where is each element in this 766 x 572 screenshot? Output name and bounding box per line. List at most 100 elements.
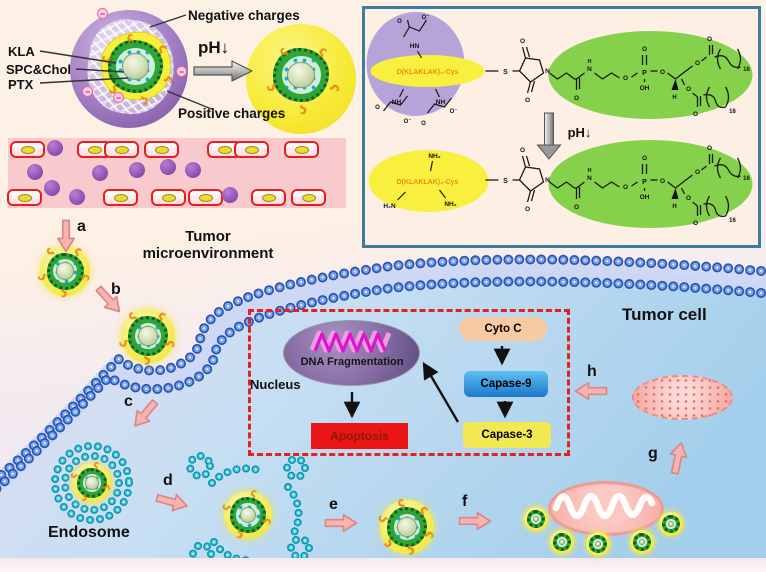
liposome-core [662, 515, 680, 533]
endothelial-cell [291, 189, 326, 206]
circulating-nanoparticle [44, 180, 60, 196]
liposome-bilayer [637, 537, 647, 547]
step-a-arrow [55, 218, 77, 254]
tumor-microenvironment-line1: Tumor [185, 228, 231, 245]
negative-charge-icon: − [97, 8, 108, 19]
circulating-nanoparticle [160, 159, 176, 175]
mini-nanoparticle [586, 532, 610, 556]
circulating-nanoparticle [222, 187, 238, 203]
inset-ph-arrow-shaft [544, 112, 554, 146]
liposome-core [633, 533, 651, 551]
kla-peptide-icon: ς [66, 471, 78, 480]
circulating-nanoparticle [47, 140, 63, 156]
kla-peptide-icon: ς [422, 529, 439, 541]
tumor-microenvironment-label: Tumor microenvironment [126, 228, 290, 262]
endothelial-cell [104, 141, 139, 158]
nh-group: NH [392, 99, 402, 106]
kla-peptide-icon: ς [80, 493, 89, 505]
apoptosis-node: Apoptosis [311, 423, 408, 449]
klaklak-peptide-label: D(KLAKLAK)₂-Cys [397, 69, 459, 76]
circulating-nanoparticle [92, 165, 108, 181]
liposome-core [527, 510, 545, 528]
kla-peptide-icon: ς [417, 502, 433, 517]
spc-chol-label: SPC&Chol [6, 62, 71, 77]
mini-nanoparticle [630, 530, 654, 554]
nucleus-label: Nucleus [250, 377, 301, 392]
nh-group: NH [436, 99, 446, 106]
endothelial-cell [251, 189, 286, 206]
step-g-arrow [663, 438, 692, 478]
o-minus: O⁻ [422, 15, 430, 21]
step-e-arrow [323, 512, 359, 534]
kla-peptide-icon: ς [249, 486, 259, 500]
liposome-core [589, 535, 607, 553]
step-b-arrow [89, 279, 129, 320]
endothelial-cell [10, 141, 45, 158]
endothelial-cell [284, 141, 319, 158]
ptx-core [558, 538, 566, 546]
caspase9-node: Capase-9 [464, 371, 548, 397]
step-h-label: h [587, 363, 597, 380]
h2n-group: H₂N [383, 203, 396, 210]
step-d-arrow [152, 487, 192, 518]
kla-peptide-icon: ς [373, 513, 390, 525]
kla-peptide-icon: ς [114, 338, 131, 350]
kla-peptide-icon: ς [92, 458, 100, 470]
o-atom: O [397, 19, 402, 25]
o-minus: O⁻ [404, 119, 412, 125]
liposome-bilayer [531, 514, 541, 524]
damaged-mitochondrion [632, 375, 733, 420]
ptx-core [286, 61, 316, 89]
circulating-nanoparticle [69, 189, 85, 205]
liposome-bilayer [557, 537, 567, 547]
kla-label: KLA [8, 44, 35, 59]
circulating-nanoparticle [27, 164, 43, 180]
endothelial-cell [151, 189, 186, 206]
cell-nucleus [114, 145, 129, 154]
o-atom: O [375, 105, 380, 111]
endosome-label: Endosome [48, 524, 130, 541]
ptx-core [532, 515, 540, 523]
ptx-core [667, 520, 675, 528]
ph-drop-label: pH↓ [198, 38, 230, 57]
ptx-label: PTX [8, 77, 34, 92]
ptx-core [594, 540, 602, 548]
liposome-bilayer [666, 519, 676, 529]
ph-transition-arrow [193, 60, 253, 82]
cell-nucleus [20, 145, 35, 154]
cell-nucleus [294, 145, 309, 154]
mitochondrion [548, 481, 664, 536]
cell-nucleus [161, 193, 176, 202]
kla-peptide-icon: ς [316, 43, 331, 59]
kla-peptide-icon: ς [262, 83, 278, 94]
kla-peptide-icon: ς [261, 516, 275, 526]
step-g-label: g [648, 445, 658, 462]
mini-nanoparticle [524, 507, 548, 531]
cell-nucleus [87, 145, 102, 154]
endothelial-cell [234, 141, 269, 158]
tumor-microenvironment-line2: microenvironment [142, 245, 274, 262]
tumor-cell-label: Tumor cell [622, 305, 707, 324]
circulating-nanoparticle [185, 162, 201, 178]
endothelial-cell [188, 189, 223, 206]
liposome-bilayer [116, 48, 155, 85]
endothelial-cell [7, 189, 42, 206]
liposome-bilayer [281, 56, 321, 94]
circulating-nanoparticle [129, 162, 145, 178]
endothelial-cell [103, 189, 138, 206]
caspase3-node: Capase-3 [463, 422, 551, 448]
cell-nucleus [17, 193, 32, 202]
kla-peptide-icon: ς [300, 104, 307, 119]
o-atom: O [421, 121, 426, 127]
liposome-bilayer [593, 539, 603, 549]
o-minus: O⁻ [450, 109, 458, 115]
conjugate-chemistry-inset: S O O N O N H O P O OH O H O O O O [362, 6, 761, 248]
